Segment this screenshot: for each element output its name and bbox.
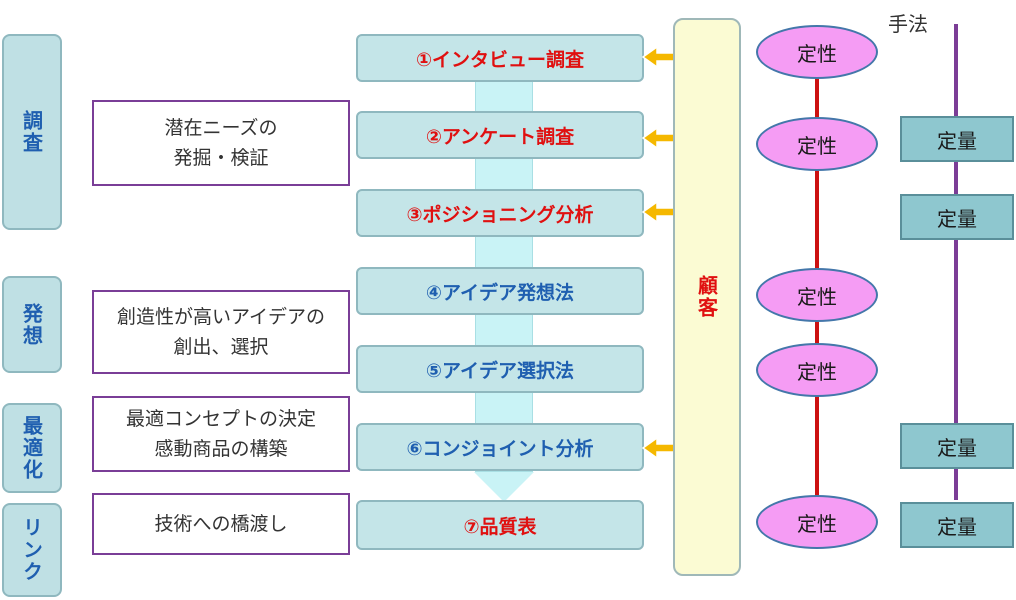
description-line: 技術への橋渡し — [154, 513, 288, 535]
flow-arrow-head — [474, 472, 534, 502]
step-positioning-analysis: ③ポジショニング分析 — [356, 189, 644, 237]
step-idea-selection: ⑤アイデア選択法 — [356, 345, 644, 393]
description-line: 感動商品の構築 — [154, 438, 288, 460]
quantitative-badge: 定量 — [900, 423, 1014, 469]
customer-bar: 顧客 — [673, 18, 741, 576]
qualitative-badge: 定性 — [756, 117, 878, 171]
quantitative-badge: 定量 — [900, 502, 1014, 548]
description-ideation: 創造性が高いアイデアの 創出、選択 — [92, 290, 350, 374]
phase-optimization: 最適化 — [2, 403, 62, 493]
qualitative-badge: 定性 — [756, 268, 878, 322]
description-line: 創出、選択 — [173, 336, 269, 358]
qualitative-badge: 定性 — [756, 25, 878, 79]
description-line: 最適コンセプトの決定 — [125, 408, 316, 430]
description-line: 発掘・検証 — [173, 147, 269, 169]
description-line: 潜在ニーズの — [164, 117, 278, 139]
description-optimization: 最適コンセプトの決定 感動商品の構築 — [92, 396, 350, 472]
step-conjoint-analysis: ⑥コンジョイント分析 — [356, 423, 644, 471]
phase-research: 調査 — [2, 34, 62, 230]
quantitative-line — [954, 24, 958, 500]
phase-ideation: 発想 — [2, 276, 62, 373]
step-questionnaire-survey: ②アンケート調査 — [356, 111, 644, 159]
step-quality-table: ⑦品質表 — [356, 500, 644, 550]
description-link: 技術への橋渡し — [92, 493, 350, 555]
qualitative-badge: 定性 — [756, 343, 878, 397]
quantitative-badge: 定量 — [900, 194, 1014, 240]
method-header: 手法 — [888, 12, 928, 36]
step-idea-generation: ④アイデア発想法 — [356, 267, 644, 315]
description-line: 創造性が高いアイデアの — [116, 306, 326, 328]
phase-link: リンク — [2, 503, 62, 597]
qualitative-badge: 定性 — [756, 495, 878, 549]
step-interview-survey: ①インタビュー調査 — [356, 34, 644, 82]
description-research: 潜在ニーズの 発掘・検証 — [92, 100, 350, 186]
quantitative-badge: 定量 — [900, 116, 1014, 162]
